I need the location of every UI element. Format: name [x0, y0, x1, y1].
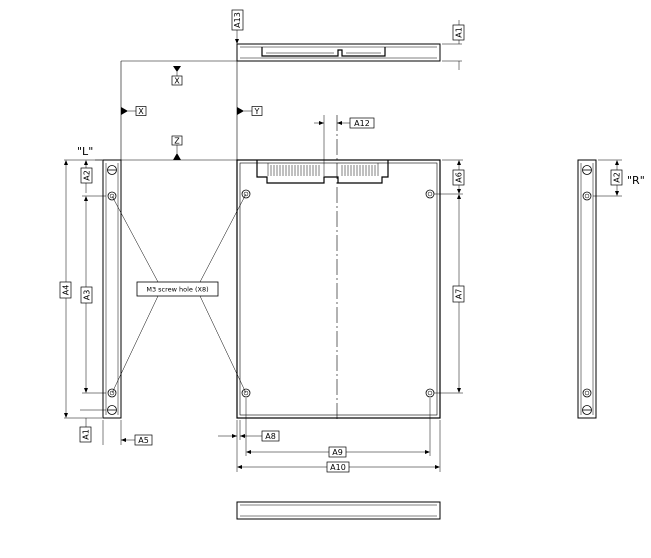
dim-a2-right: A2: [610, 169, 623, 186]
dim-a12: A12: [349, 117, 375, 129]
left-view-label: "L": [77, 145, 93, 158]
svg-text:A10: A10: [330, 463, 346, 472]
right-side-view: [577, 159, 622, 419]
svg-text:A6: A6: [455, 172, 464, 183]
svg-text:A12: A12: [354, 119, 370, 128]
dim-a4: A4: [59, 281, 72, 299]
svg-text:A1: A1: [82, 429, 91, 440]
svg-text:A3: A3: [83, 290, 92, 301]
svg-text:X: X: [174, 77, 180, 86]
svg-text:A1: A1: [455, 27, 464, 38]
svg-text:X: X: [138, 107, 144, 116]
datum-z-label: Z: [171, 135, 183, 146]
dim-a9: A9: [328, 446, 347, 458]
bottom-view: [236, 501, 441, 520]
datum-x-side-label: X: [135, 106, 147, 116]
svg-text:A5: A5: [138, 436, 149, 445]
svg-text:A7: A7: [455, 289, 464, 300]
svg-text:A2: A2: [613, 172, 622, 183]
left-side-view: [64, 159, 135, 445]
svg-text:A9: A9: [332, 448, 343, 457]
dim-a8: A8: [261, 430, 280, 442]
svg-text:M3 screw hole (X8): M3 screw hole (X8): [146, 286, 208, 294]
dim-a1-top: A1: [452, 24, 465, 41]
svg-text:Z: Z: [174, 137, 180, 146]
datum-x-top-label: X: [171, 75, 183, 86]
svg-text:A2: A2: [83, 170, 92, 181]
svg-text:Y: Y: [254, 107, 260, 116]
dim-a7: A7: [452, 285, 465, 303]
datum-frame: [95, 60, 252, 161]
dim-a10: A10: [326, 461, 350, 473]
svg-text:A13: A13: [233, 12, 242, 28]
datum-y-label: Y: [251, 106, 263, 116]
dim-a13: A13: [231, 9, 244, 31]
dim-a2-left: A2: [80, 167, 93, 184]
right-view-label: "R": [627, 174, 645, 187]
dim-a6: A6: [452, 169, 465, 186]
main-plan-view: [218, 115, 463, 472]
svg-text:A4: A4: [62, 285, 71, 296]
screw-hole-note: M3 screw hole (X8): [136, 281, 219, 297]
dim-a1-left: A1: [79, 426, 92, 443]
dim-a3: A3: [80, 286, 93, 304]
dim-a5: A5: [134, 434, 153, 446]
top-view: [235, 20, 462, 70]
screw-hole-leaders: [111, 193, 247, 394]
svg-text:A8: A8: [265, 432, 276, 441]
